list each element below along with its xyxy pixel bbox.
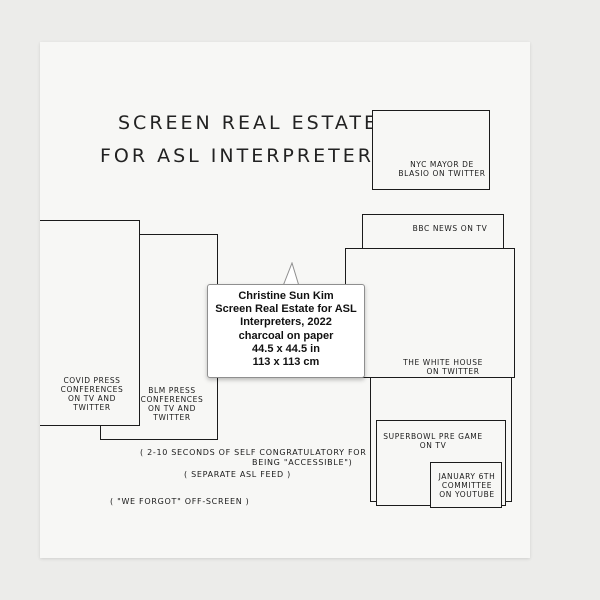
note-separate-asl-feed: ( SEPARATE ASL FEED ) — [184, 470, 291, 479]
january6-label: JANUARY 6TH COMMITTEE ON YOUTUBE — [432, 472, 502, 499]
white-house-label: THE WHITE HOUSE ON TWITTER — [388, 358, 498, 376]
superbowl-label-line1: SUPERBOWL PRE GAME — [383, 432, 483, 441]
covid-label-line4: TWITTER — [73, 403, 111, 412]
blm-label-line3: ON TV AND — [148, 404, 196, 413]
bbc-label: BBC NEWS ON TV — [412, 224, 488, 233]
note-self-congratulatory-2: BEING "ACCESSIBLE") — [252, 458, 353, 467]
covid-label-line3: ON TV AND — [68, 394, 116, 403]
blm-label-line2: CONFERENCES — [140, 395, 204, 404]
january6-label-line2: COMMITTEE — [441, 481, 493, 490]
note-self-congratulatory-1: ( 2-10 SECONDS OF SELF CONGRATULATORY FO… — [140, 448, 367, 457]
january6-box — [430, 462, 502, 508]
blm-label-line4: TWITTER — [153, 413, 191, 422]
superbowl-label: SUPERBOWL PRE GAME ON TV — [372, 432, 494, 450]
covid-label-line2: CONFERENCES — [60, 385, 124, 394]
covid-label-line1: COVID PRESS — [63, 376, 121, 385]
white-house-label-line2: ON TWITTER — [426, 367, 480, 376]
january6-label-line3: ON YOUTUBE — [439, 490, 495, 499]
caption-size-in: 44.5 x 44.5 in — [252, 342, 320, 355]
nyc-mayor-label: NYC MAYOR DE BLASIO ON TWITTER — [398, 160, 486, 178]
blm-label: BLM PRESS CONFERENCES ON TV AND TWITTER — [136, 386, 208, 422]
superbowl-label-line2: ON TV — [419, 441, 447, 450]
covid-label: COVID PRESS CONFERENCES ON TV AND TWITTE… — [56, 376, 128, 412]
artwork-title-line2: FOR ASL INTERPRETERS — [100, 145, 389, 167]
caption-medium: charcoal on paper — [238, 329, 334, 342]
white-house-label-line1: THE WHITE HOUSE — [403, 358, 483, 367]
nyc-mayor-box — [372, 110, 490, 190]
caption-size-cm: 113 x 113 cm — [252, 356, 320, 369]
covid-box — [40, 220, 140, 426]
blm-label-line1: BLM PRESS — [148, 386, 196, 395]
caption-title-line2: Interpreters, 2022 — [240, 316, 332, 329]
january6-label-line1: JANUARY 6TH — [438, 472, 496, 481]
artwork-caption: Christine Sun Kim Screen Real Estate for… — [207, 284, 365, 378]
note-we-forgot: ( "WE FORGOT" OFF-SCREEN ) — [110, 497, 250, 506]
white-house-box — [345, 248, 515, 378]
artwork-title-line1: SCREEN REAL ESTATE — [118, 112, 379, 134]
caption-title-line1: Screen Real Estate for ASL — [215, 303, 357, 316]
caption-artist: Christine Sun Kim — [238, 290, 334, 302]
caption-pointer — [282, 262, 300, 286]
